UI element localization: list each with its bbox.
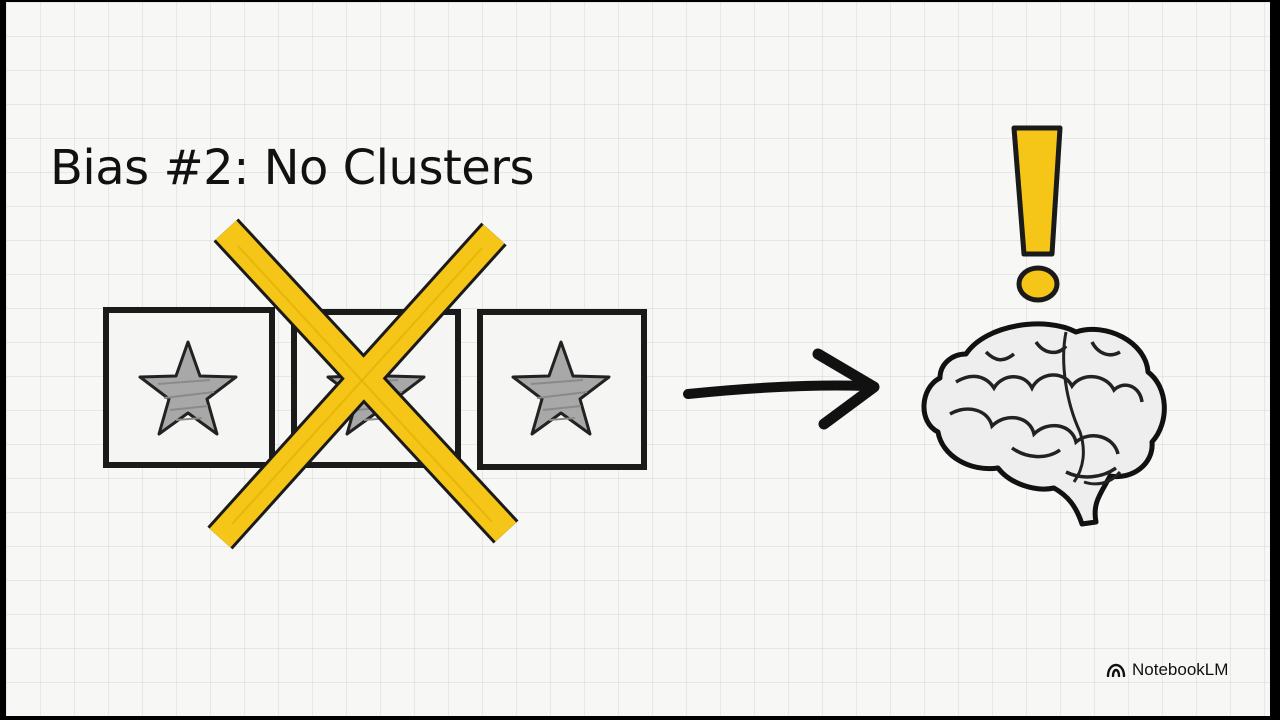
brand-name: NotebookLM (1132, 660, 1229, 679)
tile-1 (103, 307, 275, 468)
brain-icon (921, 321, 1167, 527)
slide-title: Bias #2: No Clusters (50, 140, 535, 196)
exclamation-icon (1011, 125, 1063, 303)
illustration (103, 125, 1167, 550)
x-mark-icon (207, 218, 519, 550)
brand-logo: NotebookLM (1106, 660, 1228, 680)
notebooklm-logo-icon (1106, 663, 1126, 677)
arrow-right-icon (683, 348, 880, 430)
tile-3 (477, 309, 647, 470)
slide-canvas: Bias #2: No Clusters (6, 2, 1270, 716)
